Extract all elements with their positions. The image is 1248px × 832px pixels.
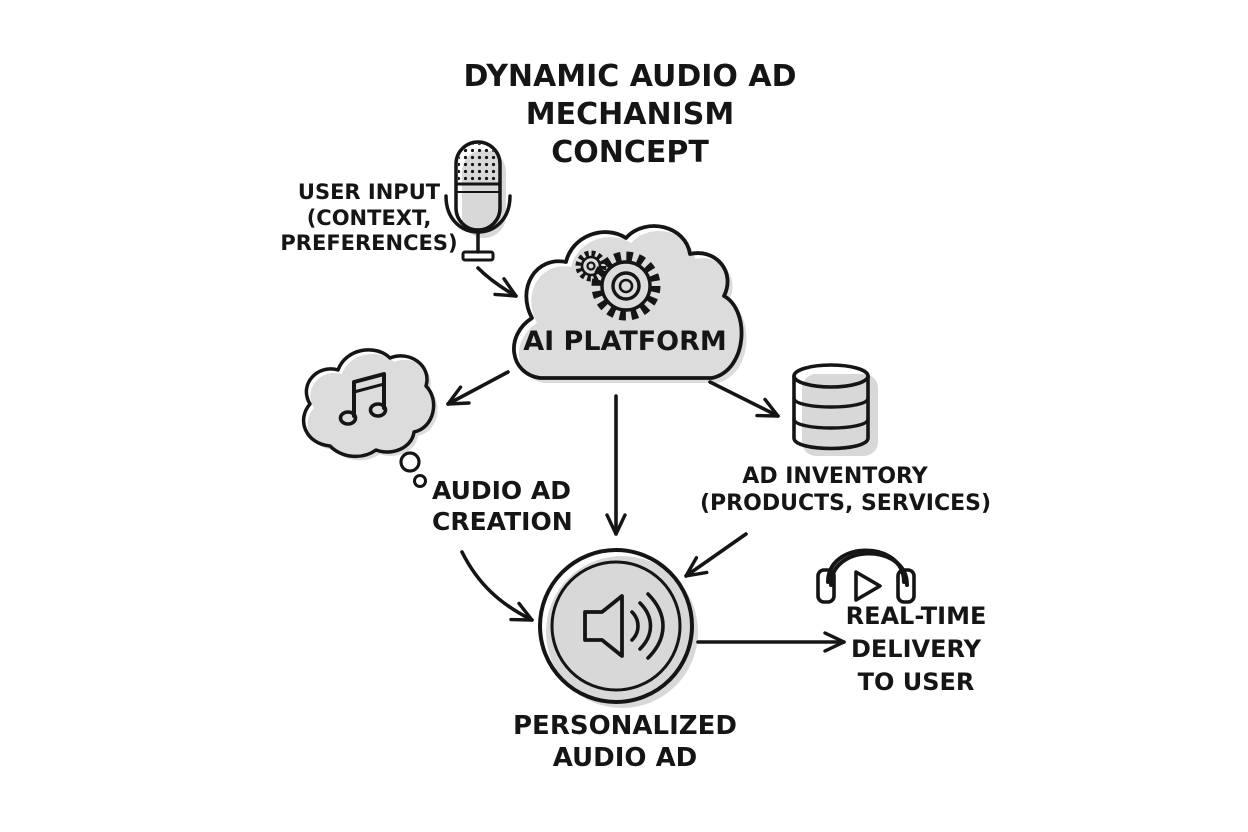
real-time-delivery-label: REAL-TIME DELIVERY TO USER	[836, 600, 996, 699]
label-line: REAL-TIME	[845, 602, 987, 630]
label-line: AUDIO AD	[432, 476, 571, 505]
ad-inventory-label: AD INVENTORY (PRODUCTS, SERVICES)	[700, 464, 992, 518]
label-line: (CONTEXT,	[306, 205, 432, 230]
user-input-label: USER INPUT (CONTEXT, PREFERENCES)	[274, 180, 464, 257]
label-line: AD INVENTORY	[742, 464, 928, 489]
personalized-audio-ad-label: PERSONALIZED AUDIO AD	[490, 711, 760, 774]
cloud-gears-icon	[512, 224, 747, 383]
database-icon	[792, 363, 878, 456]
diagram-title: DYNAMIC AUDIO AD MECHANISM CONCEPT	[430, 58, 830, 172]
title-line: MECHANISM	[525, 97, 735, 133]
music-note-thought-bubble-icon	[301, 348, 438, 488]
ai-platform-label: AI PLATFORM	[523, 326, 727, 357]
headphones-play-icon	[816, 548, 916, 604]
title-line: DYNAMIC AUDIO AD	[463, 59, 797, 94]
label-line: CREATION	[432, 506, 573, 536]
label-line: PERSONALIZED	[513, 711, 737, 741]
arrow-ai-platform-to-ad-inventory	[708, 380, 780, 418]
label-line: USER INPUT	[297, 180, 441, 204]
label-line: AUDIO AD	[552, 742, 698, 773]
arrow-ai-platform-to-audio-ad-creation	[446, 370, 510, 406]
label-line: PREFERENCES)	[280, 231, 458, 256]
speaker-icon	[538, 548, 698, 708]
arrow-ad-inventory-to-personalized-audio-ad	[684, 532, 748, 578]
audio-ad-creation-label: AUDIO AD CREATION	[432, 476, 573, 537]
title-line: CONCEPT	[551, 135, 709, 171]
arrow-user-input-to-ai-platform	[476, 266, 518, 298]
arrows	[446, 266, 846, 653]
label-line: TO USER	[857, 668, 975, 697]
label-line: DELIVERY	[850, 635, 982, 664]
arrow-audio-ad-creation-to-personalized-audio-ad	[460, 550, 534, 622]
microphone-icon	[444, 140, 512, 262]
label-line: (PRODUCTS, SERVICES)	[700, 490, 992, 516]
